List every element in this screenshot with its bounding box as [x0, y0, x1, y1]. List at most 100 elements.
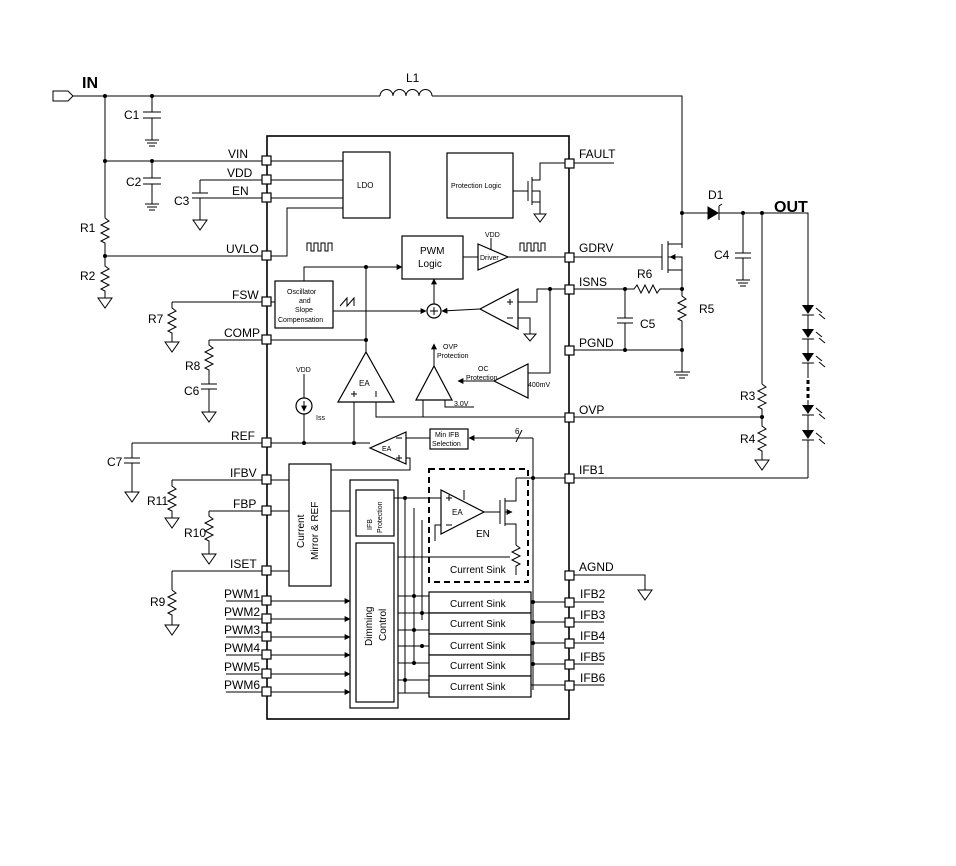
svg-text:400mV: 400mV: [528, 382, 551, 389]
protection-logic-block: Protection Logic: [446, 152, 514, 219]
ldo-block: LDO: [342, 151, 391, 219]
svg-text:R7: R7: [148, 312, 164, 326]
svg-text:Protection: Protection: [466, 375, 498, 382]
svg-text:R11: R11: [147, 494, 168, 508]
svg-text:Protection: Protection: [377, 501, 384, 533]
svg-text:6: 6: [515, 427, 520, 436]
pin-ifb4: IFB4: [580, 629, 606, 643]
capacitor-c1: C1: [124, 94, 161, 147]
capacitor-c4: C4: [714, 213, 751, 287]
resistor-r4: R4: [740, 417, 770, 471]
svg-text:R6: R6: [637, 267, 653, 281]
power-mosfet: [614, 213, 683, 289]
pin-vin: VIN: [228, 147, 248, 161]
svg-text:Current Sink: Current Sink: [450, 565, 507, 576]
capacitor-c7: C7: [107, 455, 140, 503]
svg-text:EA: EA: [359, 379, 370, 388]
svg-text:C4: C4: [714, 248, 730, 262]
svg-text:R1: R1: [80, 221, 96, 235]
pin-ifb5: IFB5: [580, 650, 606, 664]
svg-text:Mirror & REF: Mirror & REF: [310, 502, 321, 560]
resistor-r3: R3: [740, 383, 768, 417]
pin-fault: FAULT: [579, 147, 616, 161]
svg-text:OC: OC: [478, 366, 489, 373]
current-sink-2: Current Sink: [450, 599, 507, 610]
svg-text:EN: EN: [476, 529, 490, 540]
svg-text:3.0V: 3.0V: [454, 401, 469, 408]
pin-pgnd: PGND: [579, 336, 614, 350]
output-rail: [719, 212, 809, 300]
current-sink-4: Current Sink: [450, 641, 507, 652]
current-sinks-stack: Current Sink Current Sink Current Sink C…: [428, 591, 532, 698]
left-pins: [261, 155, 272, 697]
svg-text:L1: L1: [406, 71, 420, 85]
pin-uvlo: UVLO: [226, 242, 259, 256]
oscillator-block: Oscillator and Slope Compensation: [274, 280, 334, 329]
resistor-r10: R10: [184, 511, 217, 565]
svg-text:R4: R4: [740, 432, 756, 446]
current-mirror-block: Current Mirror & REF: [288, 463, 332, 587]
svg-text:EA: EA: [382, 446, 392, 453]
dimming-control-block: Dimming Control: [355, 542, 395, 703]
pin-vdd: VDD: [227, 166, 253, 180]
led-string: [802, 300, 826, 478]
pin-pwm1: PWM1: [224, 587, 260, 601]
pin-pwm5: PWM5: [224, 660, 260, 674]
svg-text:Selection: Selection: [432, 441, 461, 448]
resistor-r7: R7: [148, 302, 180, 353]
svg-text:and: and: [299, 298, 311, 305]
current-sink-3: Current Sink: [450, 619, 507, 630]
pwm-arrows: [271, 598, 351, 695]
pin-pwm6: PWM6: [224, 678, 260, 692]
current-sense-amp: [478, 288, 519, 330]
pin-pwm4: PWM4: [224, 641, 260, 655]
capacitor-c2: C2: [126, 161, 161, 211]
pin-ifb1: IFB1: [579, 463, 605, 477]
pin-ovp: OVP: [579, 403, 604, 417]
svg-text:Logic: Logic: [418, 259, 442, 270]
pin-ref: REF: [231, 429, 255, 443]
pin-ifb2: IFB2: [580, 587, 606, 601]
capacitor-c5: C5: [617, 289, 656, 350]
capacitor-c3: C3: [174, 192, 208, 231]
svg-text:IFB: IFB: [367, 519, 374, 530]
ifb-protection-block: IFB Protection: [355, 489, 395, 537]
pin-iset: ISET: [230, 557, 257, 571]
resistor-r9: R9: [150, 589, 180, 636]
svg-text:C5: C5: [640, 317, 656, 331]
pin-agnd: AGND: [579, 560, 614, 574]
resistor-r8: R8: [185, 340, 215, 384]
svg-text:LDO: LDO: [357, 181, 373, 190]
svg-text:Protection: Protection: [437, 353, 469, 360]
pin-fbp: FBP: [233, 497, 256, 511]
current-sink-6: Current Sink: [450, 682, 507, 693]
svg-text:R3: R3: [740, 389, 756, 403]
switch-node-wire: [432, 95, 683, 248]
inductor-l1: L1: [379, 71, 433, 97]
svg-text:C6: C6: [184, 384, 200, 398]
svg-text:Min IFB: Min IFB: [435, 432, 459, 439]
pin-pwm3: PWM3: [224, 623, 260, 637]
svg-text:PWM: PWM: [420, 246, 444, 257]
resistor-r2: R2: [80, 256, 113, 309]
pin-ifb6: IFB6: [580, 671, 606, 685]
svg-text:Current: Current: [296, 514, 307, 548]
resistor-r6: R6: [614, 267, 682, 295]
input-terminal: IN: [52, 75, 98, 102]
left-pin-labels: VIN VDD EN UVLO FSW COMP REF IFBV FBP IS…: [224, 147, 260, 692]
agnd-ground: [614, 574, 653, 601]
pin-isns: ISNS: [579, 275, 607, 289]
svg-text:R5: R5: [699, 302, 715, 316]
pin-fsw: FSW: [232, 288, 259, 302]
svg-text:Oscillator: Oscillator: [287, 289, 317, 296]
resistor-r1: R1: [80, 217, 111, 256]
sink-resistor: [510, 544, 522, 575]
pin-ifb3: IFB3: [580, 608, 606, 622]
resistor-r11: R11: [147, 480, 180, 529]
svg-text:EA: EA: [452, 508, 463, 517]
min-ifb-selection: Min IFB Selection: [429, 428, 469, 450]
input-label: IN: [82, 75, 98, 92]
pulse-train-left: [306, 242, 333, 252]
svg-text:D1: D1: [708, 188, 724, 202]
